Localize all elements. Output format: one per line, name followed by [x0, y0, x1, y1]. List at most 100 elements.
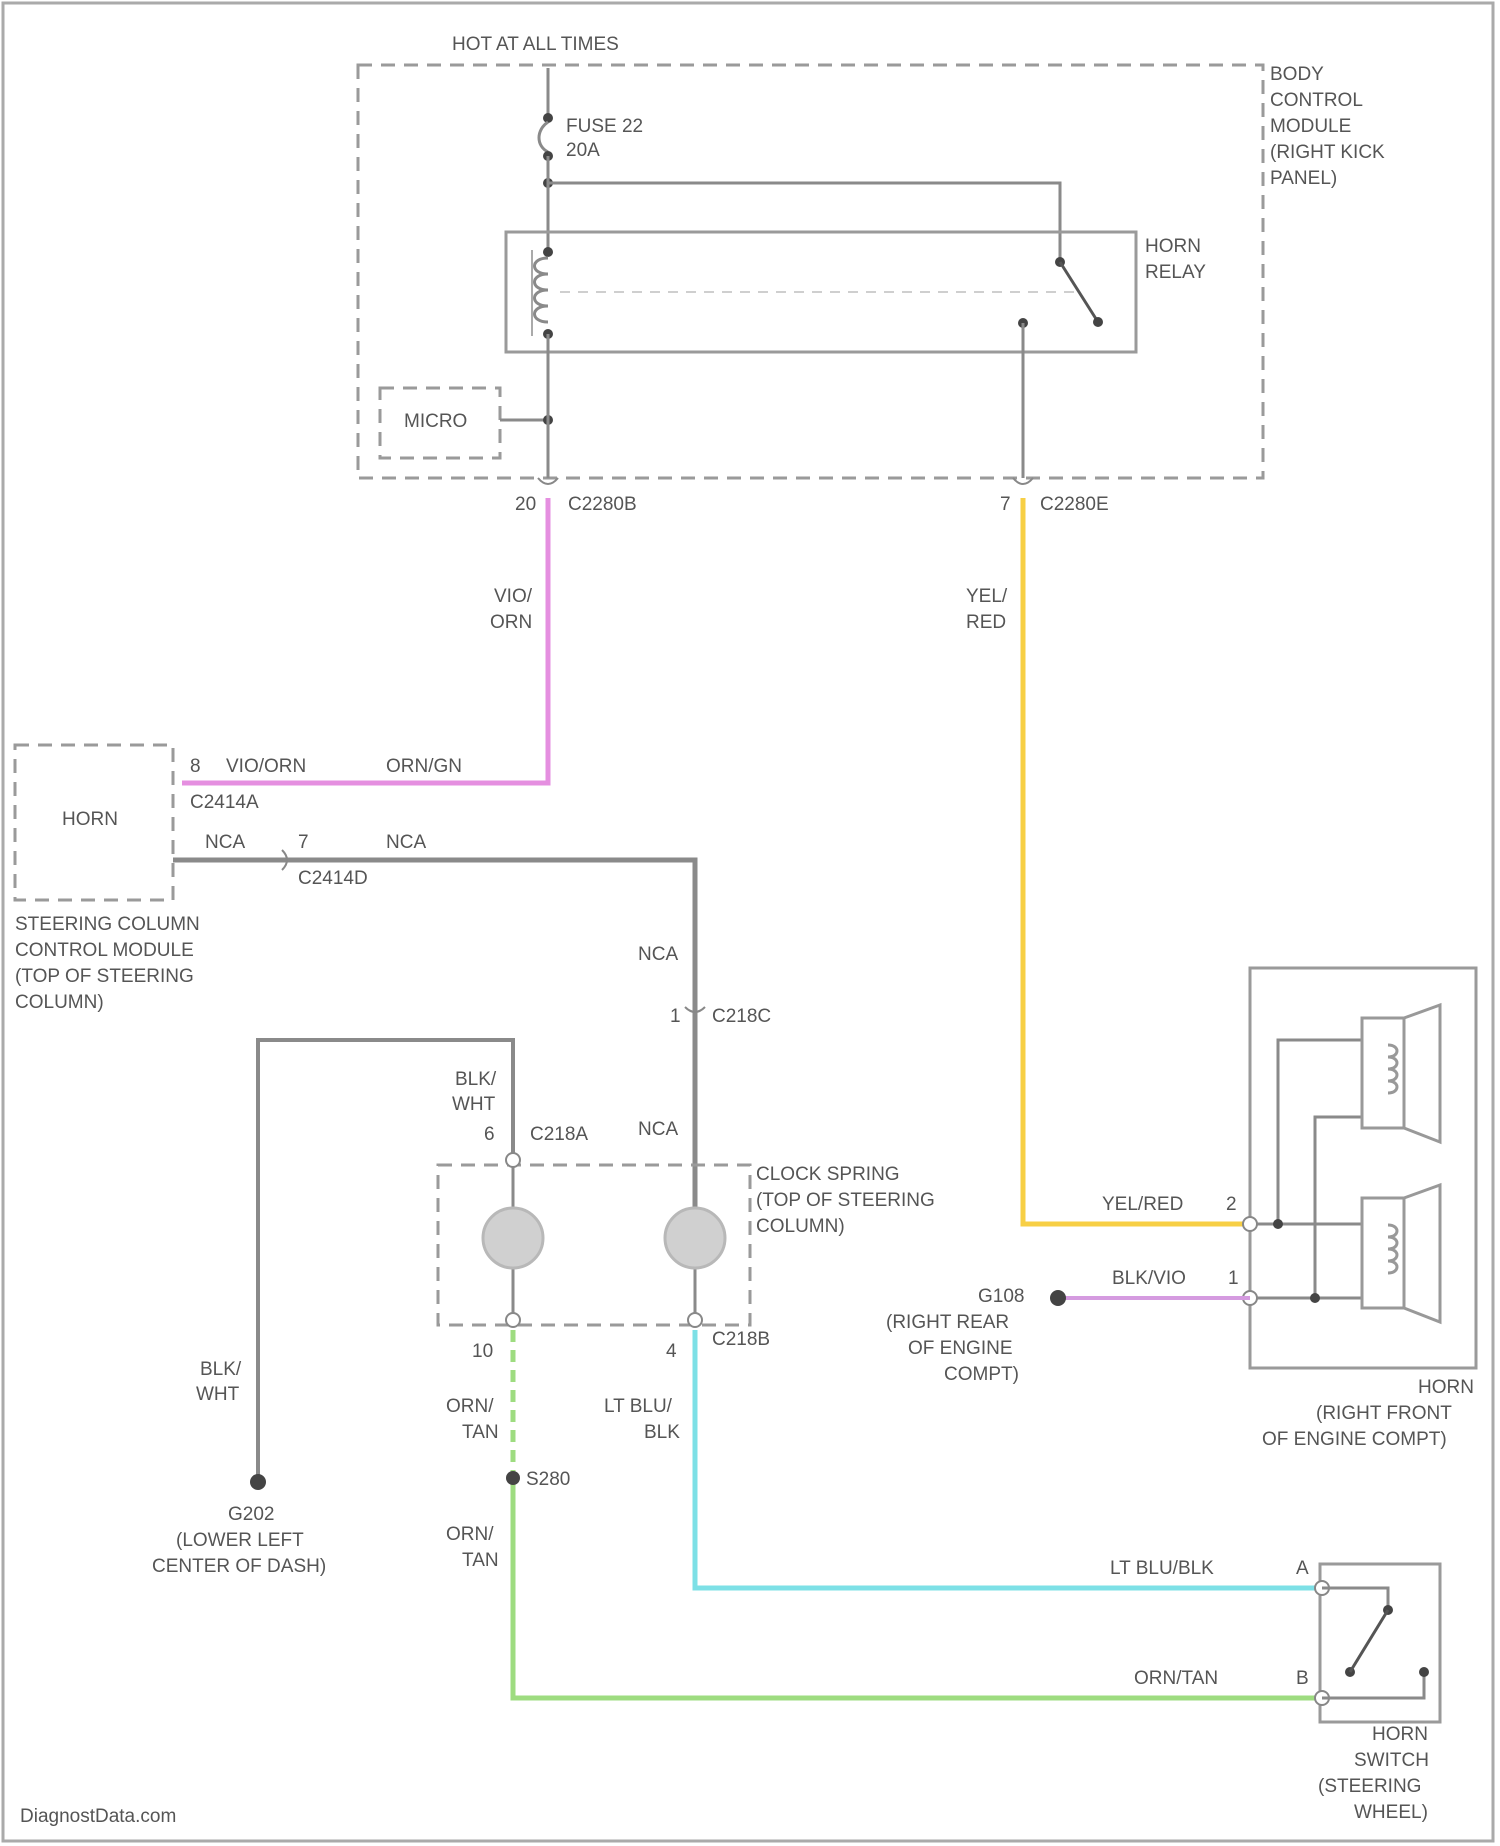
vio-orn-wire — [182, 498, 548, 783]
pin-7-label: 7 — [298, 832, 309, 853]
blk-vio-label: BLK/VIO — [1112, 1268, 1186, 1289]
orn-tan-run-label: ORN/TAN — [1134, 1668, 1218, 1689]
yel-red-vertical-label: YEL/ RED — [966, 586, 1008, 633]
horn-internal-wiring — [1250, 1040, 1362, 1298]
c2414d-label: C2414D — [298, 868, 368, 889]
hot-at-all-times-label: HOT AT ALL TIMES — [452, 34, 619, 55]
horn-relay-label: HORN RELAY — [1145, 236, 1206, 283]
g108-label: G108 — [978, 1286, 1024, 1307]
clock-spring-label: CLOCK SPRING (TOP OF STEERING COLUMN) — [756, 1164, 935, 1237]
nca-label-3: NCA — [638, 944, 678, 965]
pin-8-label: 8 — [190, 756, 201, 777]
svg-text:COLUMN): COLUMN) — [756, 1216, 845, 1237]
c2280e-pin-label: 7 — [1000, 494, 1011, 515]
g202-label: G202 (LOWER LEFT CENTER OF DASH) — [152, 1504, 326, 1577]
horn-switch-label: HORN SWITCH (STEERING WHEEL) — [1318, 1724, 1429, 1823]
svg-text:VIO/: VIO/ — [494, 586, 533, 607]
c218c-pin-label: 1 — [670, 1006, 681, 1027]
g108-location-label: (RIGHT REAR OF ENGINE COMPT) — [886, 1312, 1019, 1385]
c218b-terminal-left — [506, 1313, 520, 1327]
horn-pin-1-label: 1 — [1228, 1268, 1239, 1289]
svg-text:BLK/: BLK/ — [455, 1069, 497, 1090]
svg-text:TAN: TAN — [462, 1422, 499, 1443]
orn-tan-top-label: ORN/ TAN — [446, 1396, 499, 1443]
svg-text:HORN: HORN — [1145, 236, 1201, 257]
svg-text:STEERING COLUMN: STEERING COLUMN — [15, 914, 200, 935]
pin-b-label: B — [1296, 1668, 1309, 1689]
horn-node-1 — [1310, 1293, 1320, 1303]
svg-text:ORN/: ORN/ — [446, 1524, 494, 1545]
clock-spring-coil-right — [665, 1208, 725, 1268]
c2280e-label: C2280E — [1040, 494, 1109, 515]
svg-text:CLOCK SPRING: CLOCK SPRING — [756, 1164, 900, 1185]
c218b-label: C218B — [712, 1329, 770, 1350]
g108-ground-node — [1050, 1290, 1066, 1306]
svg-text:OF ENGINE: OF ENGINE — [908, 1338, 1013, 1359]
svg-text:(LOWER LEFT: (LOWER LEFT — [176, 1530, 304, 1551]
pin-10-label: 10 — [472, 1341, 493, 1362]
pin-4-label: 4 — [666, 1341, 677, 1362]
svg-text:RED: RED — [966, 612, 1006, 633]
horn-pin-2-terminal — [1243, 1217, 1257, 1231]
fuse-top-node — [543, 113, 553, 123]
svg-text:HORN: HORN — [1418, 1377, 1474, 1398]
c218c-label: C218C — [712, 1006, 771, 1027]
lt-blu-blk-vertical-label: LT BLU/ BLK — [604, 1396, 680, 1443]
svg-text:WHEEL): WHEEL) — [1354, 1802, 1428, 1823]
svg-text:ORN: ORN — [490, 612, 532, 633]
horn-switch-contact-right — [1419, 1667, 1429, 1677]
g202-ground-node — [250, 1474, 266, 1490]
svg-text:BLK/: BLK/ — [200, 1359, 242, 1380]
svg-text:COMPT): COMPT) — [944, 1364, 1019, 1385]
fuse-22-symbol — [539, 122, 548, 152]
yel-red-run-label: YEL/RED — [1102, 1194, 1183, 1215]
blk-wht-bottom-label: BLK/ WHT — [196, 1359, 242, 1405]
pin-6-label: 6 — [484, 1124, 495, 1145]
svg-text:OF ENGINE COMPT): OF ENGINE COMPT) — [1262, 1429, 1447, 1450]
sccm-label: STEERING COLUMN CONTROL MODULE (TOP OF S… — [15, 914, 200, 1013]
c218a-terminal — [506, 1153, 520, 1167]
svg-text:(TOP OF STEERING: (TOP OF STEERING — [756, 1190, 935, 1211]
nca-label-2: NCA — [386, 832, 426, 853]
s280-splice-node — [506, 1471, 520, 1485]
vio-orn-run-label: VIO/ORN — [226, 756, 306, 777]
svg-text:WHT: WHT — [196, 1384, 240, 1405]
c2414a-label: C2414A — [190, 792, 259, 813]
svg-text:RELAY: RELAY — [1145, 262, 1206, 283]
svg-text:WHT: WHT — [452, 1094, 496, 1115]
c218a-label: C218A — [530, 1124, 588, 1145]
bcm-box — [358, 65, 1263, 478]
svg-text:(TOP OF STEERING: (TOP OF STEERING — [15, 966, 194, 987]
svg-text:CONTROL MODULE: CONTROL MODULE — [15, 940, 194, 961]
nca-label-4: NCA — [638, 1119, 678, 1140]
horn-switch-arm — [1350, 1610, 1388, 1672]
bcm-label: BODY CONTROL MODULE (RIGHT KICK PANEL) — [1270, 64, 1385, 189]
orn-tan-bottom-label: ORN/ TAN — [446, 1524, 499, 1571]
horn-lower-icon — [1362, 1185, 1440, 1322]
nca-label-1: NCA — [205, 832, 245, 853]
relay-coil-top-node — [543, 247, 553, 257]
sccm-horn-label: HORN — [62, 809, 118, 830]
svg-text:(RIGHT KICK: (RIGHT KICK — [1270, 142, 1385, 163]
nca-wire — [173, 860, 695, 1210]
c2280b-label: C2280B — [568, 494, 637, 515]
horn-node-2 — [1273, 1219, 1283, 1229]
svg-text:(STEERING: (STEERING — [1318, 1776, 1421, 1797]
svg-text:HORN: HORN — [1372, 1724, 1428, 1745]
pin-a-label: A — [1296, 1558, 1309, 1579]
svg-text:TAN: TAN — [462, 1550, 499, 1571]
svg-text:(RIGHT FRONT: (RIGHT FRONT — [1316, 1403, 1452, 1424]
svg-text:CENTER OF DASH): CENTER OF DASH) — [152, 1556, 326, 1577]
svg-text:CONTROL: CONTROL — [1270, 90, 1363, 111]
horn-upper-icon — [1362, 1005, 1440, 1142]
orn-run-label: ORN/GN — [386, 756, 462, 777]
s280-label: S280 — [526, 1469, 570, 1490]
relay-coil-symbol — [535, 258, 549, 322]
horn-switch-internal-wiring — [1322, 1588, 1424, 1698]
fuse-label-line2: 20A — [566, 140, 600, 161]
c218b-terminal-right — [688, 1313, 702, 1327]
svg-text:ORN/: ORN/ — [446, 1396, 494, 1417]
lt-blu-blk-run-label: LT BLU/BLK — [1110, 1558, 1214, 1579]
micro-label: MICRO — [404, 411, 467, 432]
